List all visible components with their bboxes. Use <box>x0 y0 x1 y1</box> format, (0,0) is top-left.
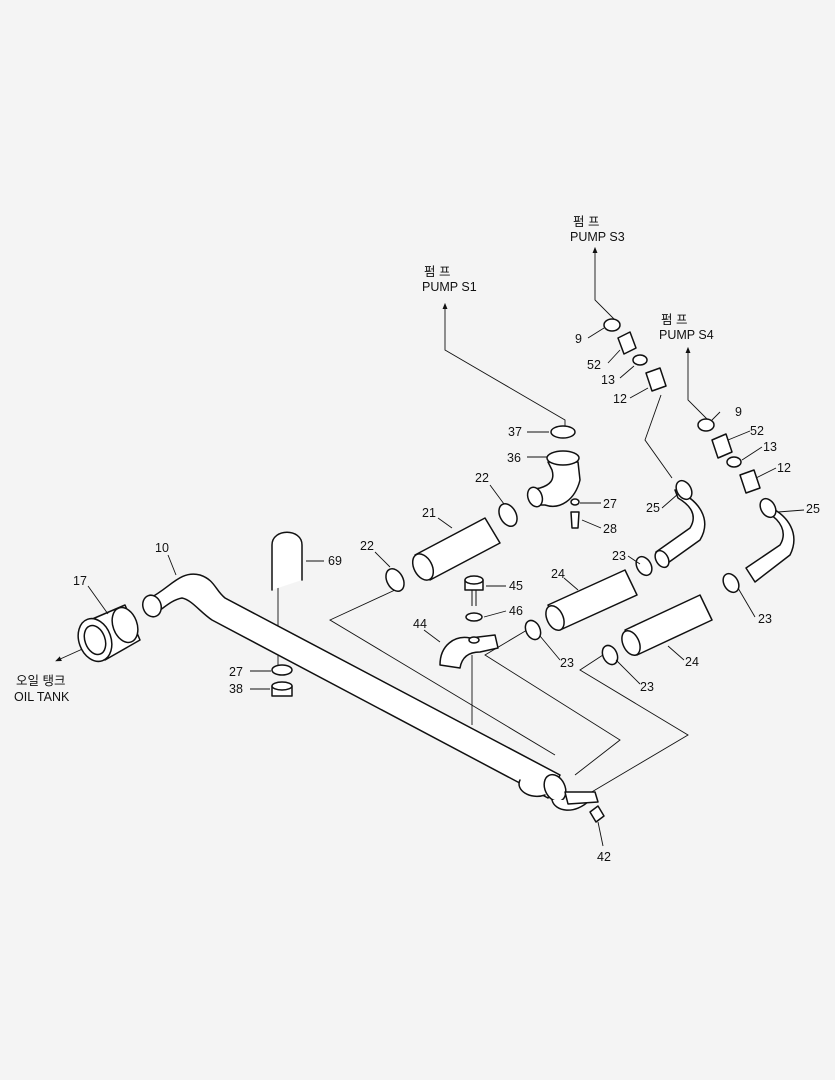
callout-22: 22 <box>475 471 489 485</box>
pump-s3-label: 펌 프 PUMP S3 <box>570 215 625 244</box>
route-hose-24a <box>484 629 621 776</box>
oil-tank-korean: 오일 탱크 <box>16 674 65 688</box>
pump-s3-korean: 펌 프 <box>573 215 599 229</box>
pump-s1-korean: 펌 프 <box>424 265 450 279</box>
pump-s4-label: 펌 프 PUMP S4 <box>659 313 714 342</box>
pump-s4-english: PUMP S4 <box>659 328 714 342</box>
callout-52: 52 <box>587 358 601 372</box>
elbow-flange-assembly <box>526 425 581 529</box>
hose-21-assembly <box>385 503 518 592</box>
callout-9: 9 <box>735 405 742 419</box>
callout-25: 25 <box>646 501 660 515</box>
pump-s1-label: 펌 프 PUMP S1 <box>422 265 477 294</box>
callout-24: 24 <box>685 655 699 669</box>
callout-23: 23 <box>758 612 772 626</box>
pump-s4-fittings <box>697 418 795 594</box>
pump-s3-english: PUMP S3 <box>570 230 625 244</box>
callout-46: 46 <box>509 604 523 618</box>
callout-44: 44 <box>413 617 427 631</box>
callout-23: 23 <box>560 656 574 670</box>
pump-s1-english: PUMP S1 <box>422 280 477 294</box>
u-bolt-assembly <box>271 531 303 697</box>
hose-24-lower <box>601 594 713 666</box>
callout-17: 17 <box>73 574 87 588</box>
callout-27: 27 <box>603 497 617 511</box>
callout-25: 25 <box>806 502 820 516</box>
support-clamp-assembly <box>439 575 499 669</box>
pump-s4-korean: 펌 프 <box>661 313 687 327</box>
callout-28: 28 <box>603 522 617 536</box>
callout-69: 69 <box>328 554 342 568</box>
callout-45: 45 <box>509 579 523 593</box>
callout-leaders <box>87 327 805 847</box>
callout-42: 42 <box>597 850 611 864</box>
arrow-to-pump-s3 <box>592 246 618 323</box>
callout-22: 22 <box>360 539 374 553</box>
pump-s3-fittings <box>603 318 706 577</box>
callout-13: 13 <box>601 373 615 387</box>
callout-numbers: 9 52 13 12 9 52 13 12 37 36 27 28 22 21 … <box>73 332 820 864</box>
callout-12: 12 <box>613 392 627 406</box>
drain-plug <box>589 805 605 823</box>
callout-23: 23 <box>612 549 626 563</box>
callout-27: 27 <box>229 665 243 679</box>
callout-37: 37 <box>508 425 522 439</box>
callout-24: 24 <box>551 567 565 581</box>
route-s3 <box>644 394 673 479</box>
callout-36: 36 <box>507 451 521 465</box>
oil-tank-english: OIL TANK <box>14 690 70 704</box>
arrow-to-pump-s4 <box>685 346 709 421</box>
callout-23: 23 <box>640 680 654 694</box>
arrow-to-pump-s1 <box>442 302 566 428</box>
callout-38: 38 <box>229 682 243 696</box>
hose-24-upper <box>524 569 638 641</box>
callout-13: 13 <box>763 440 777 454</box>
callout-21: 21 <box>422 506 436 520</box>
suction-strainer <box>77 604 141 663</box>
callout-52: 52 <box>750 424 764 438</box>
callout-10: 10 <box>155 541 169 555</box>
route-hose-21 <box>329 589 556 756</box>
oil-tank-label: 오일 탱크 OIL TANK <box>14 674 70 704</box>
route-hose-24b <box>579 652 689 794</box>
callout-12: 12 <box>777 461 791 475</box>
callout-9: 9 <box>575 332 582 346</box>
main-suction-pipe <box>141 573 599 811</box>
